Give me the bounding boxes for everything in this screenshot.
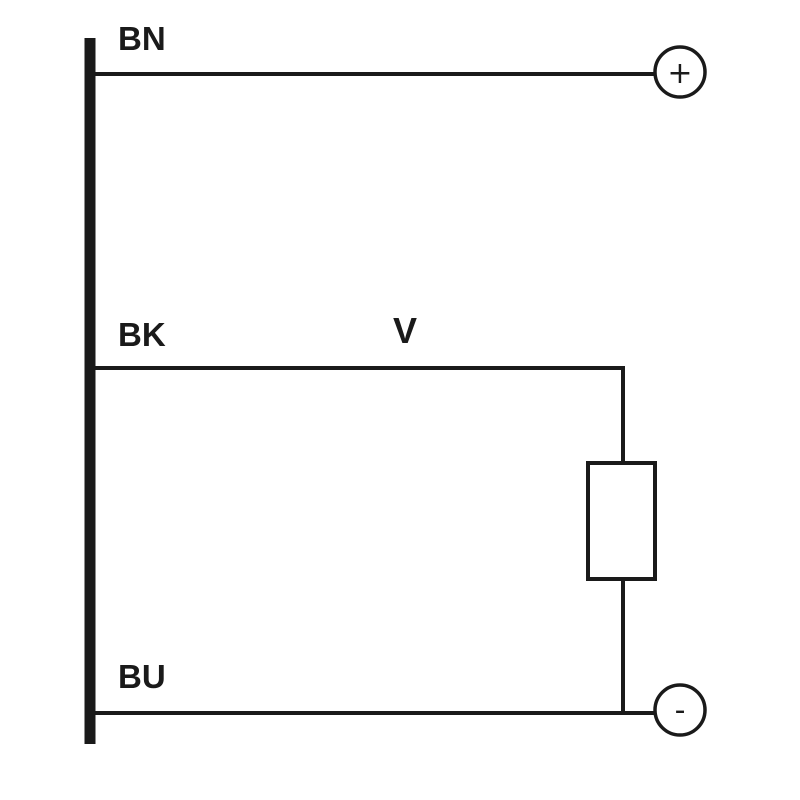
label-output-v: V [393, 310, 417, 351]
negative-terminal-symbol: - [675, 693, 686, 728]
positive-terminal-icon: + [653, 45, 707, 99]
negative-terminal-icon: - [653, 683, 707, 737]
label-bk: BK [118, 316, 166, 353]
label-bn: BN [118, 20, 166, 57]
resistor-icon [586, 461, 657, 581]
bk-wire [88, 366, 625, 465]
positive-terminal-symbol: + [667, 56, 692, 91]
positive-terminal-ring [653, 45, 707, 99]
negative-terminal-ring [653, 683, 707, 737]
label-bu: BU [118, 658, 166, 695]
